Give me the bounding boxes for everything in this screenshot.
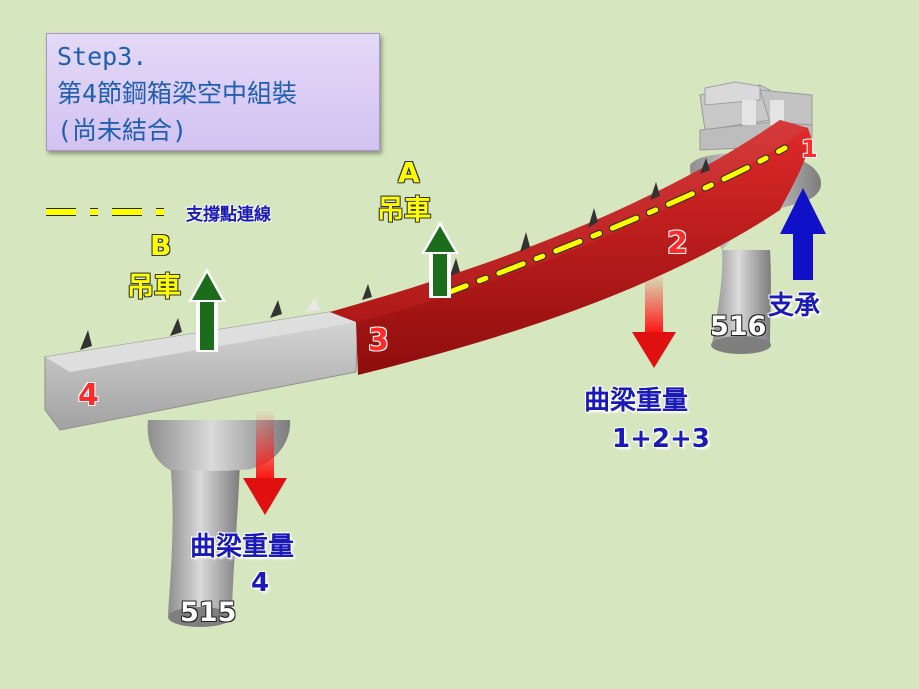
segment-3-number: 3: [368, 323, 389, 358]
weight-value-4: 4: [251, 568, 270, 598]
step-title-box: Step3. 第4節鋼箱梁空中組裝 (尚未結合): [46, 33, 380, 151]
step-title-line3: (尚未結合): [57, 116, 188, 145]
step-title-line2: 第4節鋼箱梁空中組裝: [57, 79, 298, 108]
legend-label: 支撐點連線: [186, 205, 271, 225]
crane-a-letter: A: [398, 156, 420, 189]
crane-a-arrow: [421, 221, 459, 298]
weight-label-1-2-3: 曲梁重量: [584, 386, 689, 416]
weight-arrow-4: [243, 410, 287, 515]
weight-label-4: 曲梁重量: [190, 532, 295, 562]
crane-b-label: 吊車: [127, 272, 181, 303]
weight-value-1-2-3: 1+2+3: [612, 424, 710, 454]
support-arrow: [780, 188, 826, 280]
support-label: 支承: [768, 291, 821, 321]
pier-516-number: 516: [710, 311, 767, 342]
pier-515-number: 515: [180, 597, 237, 628]
crane-b-arrow: [188, 268, 226, 352]
crane-b-letter: B: [150, 229, 172, 262]
step-title-line1: Step3.: [57, 42, 148, 71]
pier-515: [147, 420, 291, 627]
crane-a-label: 吊車: [377, 195, 431, 226]
segment-2-number: 2: [667, 226, 688, 261]
weight-arrow-1-2-3: [632, 272, 676, 368]
segment-4-number: 4: [78, 378, 99, 413]
segment-1-number: 1: [801, 135, 818, 163]
support-point-line-highlight: [439, 145, 788, 298]
